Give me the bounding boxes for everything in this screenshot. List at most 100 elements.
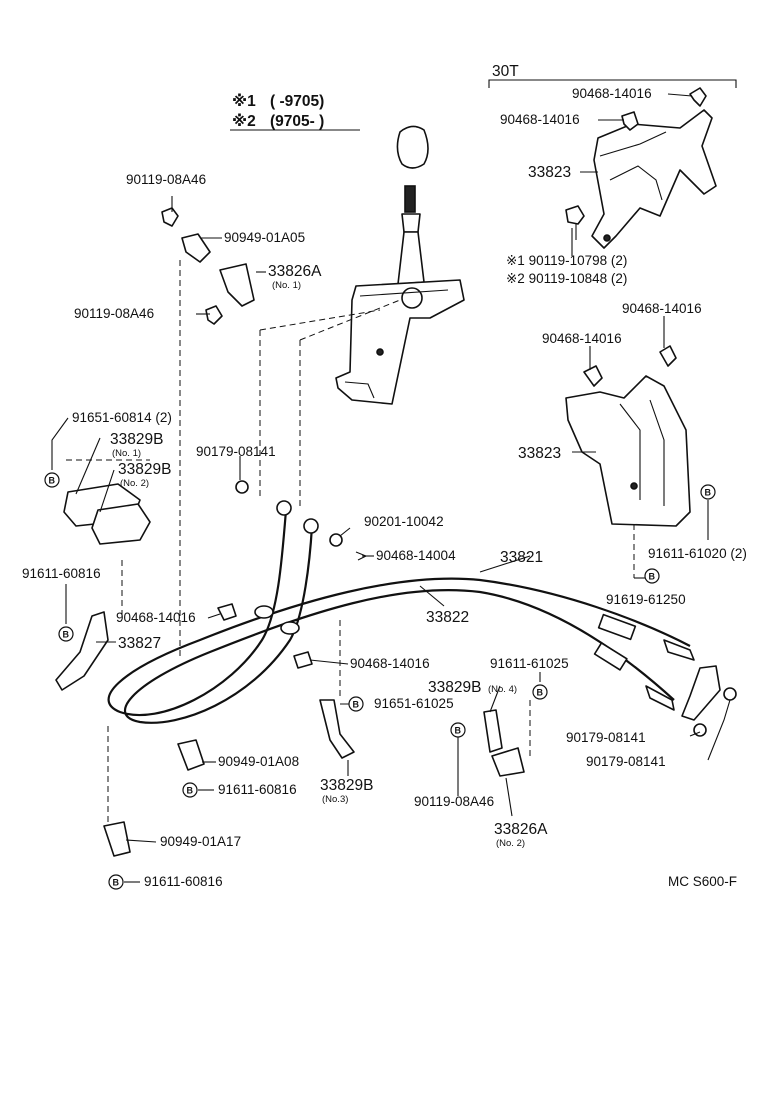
b-marker-6-text: B xyxy=(353,700,360,710)
leader-line-35 xyxy=(707,699,731,761)
label-33821: 33821 xyxy=(500,549,543,566)
bracket-33829B-no4 xyxy=(483,709,503,753)
label-90468-14004: 90468-14004 xyxy=(376,548,456,563)
b-marker-8-text: B xyxy=(187,786,194,796)
label-33829B-no4-sub: (No. 4) xyxy=(488,684,517,695)
label-90468-14016-f: 90468-14016 xyxy=(350,656,430,671)
lever-pivot xyxy=(401,287,423,309)
label-33829B-no2: 33829B xyxy=(118,461,171,478)
lever-thread xyxy=(404,185,416,213)
base-edge xyxy=(359,289,449,297)
cable-boot-a xyxy=(254,605,274,619)
cable-group xyxy=(107,500,721,724)
lever-base-plate xyxy=(335,279,465,405)
leader-line-18 xyxy=(339,527,351,537)
b-marker-5 xyxy=(532,684,548,700)
label-33826A-no2: 33826A xyxy=(494,821,548,838)
cable-33821 xyxy=(107,509,691,717)
dashed-connectors xyxy=(66,260,635,826)
bracket-hole-b xyxy=(630,482,638,490)
label-91651-61025: 91651-61025 xyxy=(374,696,454,711)
label-90119-10848: ※2 90119-10848 (2) xyxy=(506,271,627,286)
nut-90179-08141-c xyxy=(723,687,737,701)
label-91611-61020: 91611-61020 (2) xyxy=(648,546,747,561)
clip-90468-lower-a xyxy=(583,365,603,387)
b-marker-9 xyxy=(108,874,124,890)
bracket-33823-lower xyxy=(565,345,691,527)
label-33829B-no3: 33829B xyxy=(320,777,373,794)
bracket-33823-upper xyxy=(565,87,717,249)
label-33829B-no4: 33829B xyxy=(428,679,481,696)
label-91619-61250: 91619-61250 xyxy=(606,592,686,607)
leader-line-27 xyxy=(489,685,501,713)
clip-90468-top xyxy=(689,87,707,107)
label-33829B-no3-sub: (No.3) xyxy=(322,794,348,805)
label-91611-60816-c: 91611-60816 xyxy=(144,874,223,889)
bracket-33826A-no2 xyxy=(491,747,525,777)
lever-shaft xyxy=(397,231,425,285)
cable-boot-b xyxy=(280,621,300,635)
bracket-33826A-no1 xyxy=(219,263,255,307)
leader-line-14 xyxy=(51,417,69,470)
bolt-90119-10798 xyxy=(565,205,585,225)
label-33829B-no1-sub: (No. 1) xyxy=(112,448,141,459)
b-marker-3-text: B xyxy=(705,488,712,498)
leader-line-23 xyxy=(207,613,221,619)
cable-end-sleeve-a xyxy=(597,613,637,641)
variant-label: 30T xyxy=(492,63,519,80)
label-91611-60816-a: 91611-60816 xyxy=(22,566,101,581)
dash-5 xyxy=(299,299,401,341)
catalog-code: MC S600-F xyxy=(668,874,737,889)
b-marker-1-text: B xyxy=(49,476,56,486)
clip-90468-14016-e xyxy=(217,603,237,621)
b-marker-2-text: B xyxy=(63,630,70,640)
dash-2 xyxy=(259,309,381,331)
label-33827: 33827 xyxy=(118,635,161,652)
clip-90949-01A08 xyxy=(177,739,205,771)
b-marker-6 xyxy=(348,696,364,712)
label-33829B-no2-sub: (No. 2) xyxy=(120,478,149,489)
label-33826A-no1-sub: (No. 1) xyxy=(272,280,301,291)
label-90119-08A46-b: 90119-08A46 xyxy=(74,306,154,321)
bracket-33827 xyxy=(55,611,109,691)
label-33823-b: 33823 xyxy=(518,445,561,462)
label-90179-08141-c: 90179-08141 xyxy=(586,754,666,769)
leader-line-1 xyxy=(667,93,693,97)
cable-eye-b xyxy=(303,518,319,534)
cable-33822 xyxy=(123,525,675,724)
small-parts xyxy=(55,207,737,857)
label-90468-14016-a: 90468-14016 xyxy=(572,86,652,101)
cable-end-rod-b xyxy=(645,685,675,711)
bracket-33823-b xyxy=(565,375,691,527)
bracket-33829B-no2 xyxy=(91,503,151,545)
label-90949-01A08: 90949-01A08 xyxy=(218,754,299,769)
cable-end-rod-a xyxy=(663,639,695,661)
leader-line-36 xyxy=(125,839,157,843)
label-90949-01A05: 90949-01A05 xyxy=(224,230,305,245)
variant-30t-group: 30T xyxy=(488,63,737,88)
label-33829B-no1: 33829B xyxy=(110,431,163,448)
leader-line-16 xyxy=(99,469,115,513)
label-90119-10798: ※1 90119-10798 (2) xyxy=(506,253,627,268)
leader-line-21 xyxy=(419,585,445,607)
b-marker-5-text: B xyxy=(537,688,544,698)
cable-eye-a xyxy=(276,500,292,516)
shift-knob xyxy=(396,125,429,169)
label-90179-08141-a: 90179-08141 xyxy=(196,444,276,459)
nut-90179-08141-a xyxy=(235,480,249,494)
shift-lever-assembly xyxy=(335,125,465,405)
legend-range-2: (9705- ) xyxy=(270,113,324,130)
b-marker-7-text: B xyxy=(455,726,462,736)
label-90468-14016-b: 90468-14016 xyxy=(500,112,580,127)
clip-90468-mid xyxy=(621,111,639,131)
bolt-90119-08A46-b xyxy=(205,305,223,325)
leader-line-34 xyxy=(689,731,701,737)
b-marker-4-text: B xyxy=(649,572,656,582)
label-90949-01A17: 90949-01A17 xyxy=(160,834,241,849)
leader-line-20 xyxy=(479,555,531,573)
base-foot xyxy=(344,381,375,399)
label-91651-60814: 91651-60814 (2) xyxy=(72,410,172,425)
bolt-90119-08A46-a xyxy=(161,207,179,227)
legend: ※1 ( -9705) ※2 (9705- ) xyxy=(230,92,360,131)
